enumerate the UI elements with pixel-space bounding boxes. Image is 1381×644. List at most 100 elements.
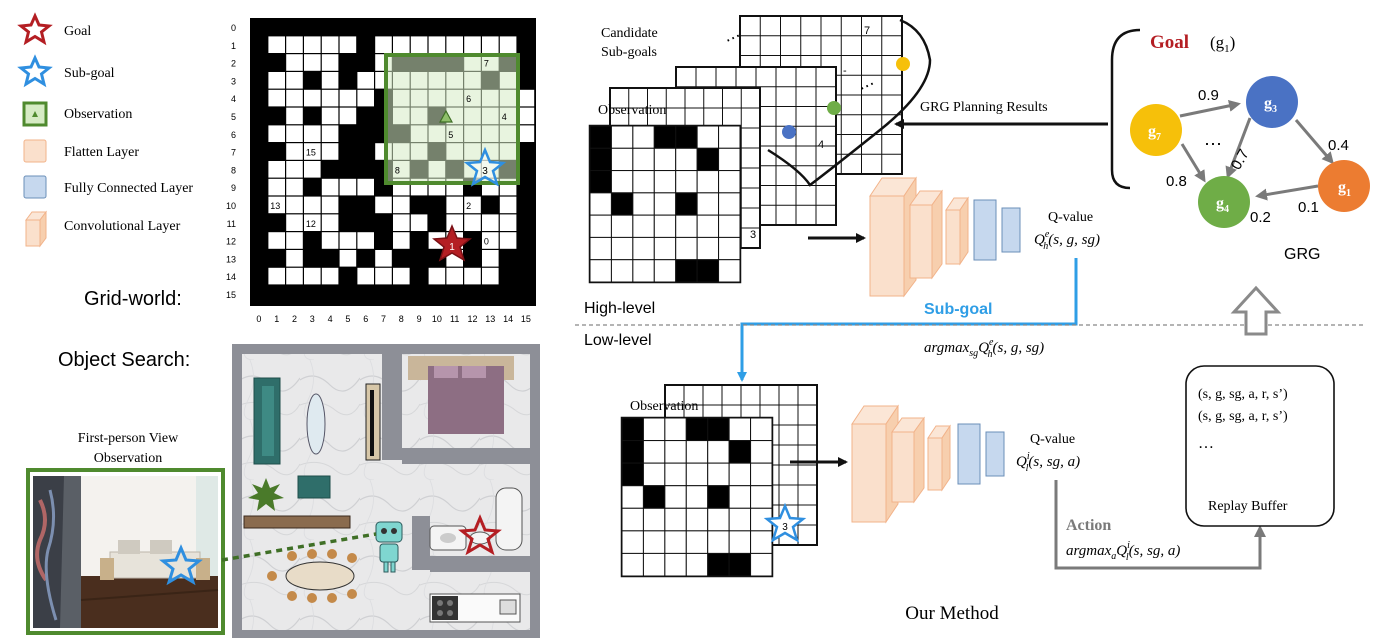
obs-cell xyxy=(632,236,655,261)
grid-cell-free xyxy=(339,250,357,267)
obs-cell xyxy=(642,552,666,577)
obs-cell xyxy=(685,440,709,464)
gridworld-x-tick: 8 xyxy=(399,314,404,324)
observation-swatch-icon xyxy=(22,101,48,127)
legend-subgoal: Sub-goal xyxy=(64,66,115,81)
gridworld-y-tick: 9 xyxy=(231,183,236,193)
grg-label: GRG xyxy=(1284,246,1320,263)
gridworld-y-tick: 12 xyxy=(226,237,236,247)
gridworld-y-tick: 10 xyxy=(226,201,236,211)
candidate-ellipsis-2: ⋯ xyxy=(857,75,879,97)
obs-cell xyxy=(728,552,752,577)
legend: Goal Sub-goal Observation Flatten Layer … xyxy=(17,12,193,248)
high-level-label: High-level xyxy=(584,300,655,317)
grid-cell-free xyxy=(482,214,499,231)
gridworld-y-tick: 2 xyxy=(231,59,236,69)
grid-cell-free xyxy=(482,267,499,285)
gridworld-x-tick: 4 xyxy=(328,314,333,324)
grid-cell-free xyxy=(321,178,339,196)
grid-cell-free xyxy=(286,178,303,196)
grid-cell-free xyxy=(464,214,481,231)
obs-cell xyxy=(589,192,612,216)
candidate-line1: Candidate xyxy=(601,26,658,41)
obs-cell xyxy=(750,417,773,442)
replay-buffer-label: Replay Buffer xyxy=(1208,499,1288,514)
grid-cell-free xyxy=(339,107,357,125)
grg-weight-0.9: 0.9 xyxy=(1198,87,1219,104)
grid-cell-free xyxy=(304,196,321,214)
obs-cell xyxy=(675,125,698,149)
obs-cell xyxy=(728,462,752,487)
grid-cell-free xyxy=(339,36,357,53)
grid-cell-free xyxy=(339,232,357,249)
grid-cell-free xyxy=(268,178,285,196)
obs-cell xyxy=(707,417,730,442)
obs-cell xyxy=(632,170,655,194)
obs-cell xyxy=(696,214,720,238)
grid-cell-free xyxy=(286,214,303,231)
low-observation-label: Observation xyxy=(630,399,698,414)
grid-cell-free xyxy=(286,54,303,71)
object-search-title: Object Search: xyxy=(58,349,190,371)
candidate-dot-blue xyxy=(782,125,796,139)
gridworld-x-tick: 3 xyxy=(310,314,315,324)
grid-cell-free xyxy=(321,125,339,142)
obs-cell xyxy=(664,507,687,532)
gridworld-x-tick: 15 xyxy=(521,314,531,324)
grid-cell-free xyxy=(321,214,339,231)
obs-cell xyxy=(685,462,709,487)
grid-cell-free xyxy=(286,196,303,214)
obs-cell xyxy=(675,214,698,238)
gridworld-x-tick: 13 xyxy=(485,314,495,324)
grid-cell-free xyxy=(499,36,517,53)
obs-cell xyxy=(621,417,644,442)
grid-cell-free xyxy=(410,214,428,231)
grg-planning-label: GRG Planning Results xyxy=(920,100,1048,115)
obs-cell xyxy=(621,552,644,577)
layer-number-dash: - xyxy=(843,65,847,77)
grid-cell-free xyxy=(286,125,303,142)
gridworld-x-tick: 5 xyxy=(345,314,350,324)
grid-cell-free xyxy=(321,107,339,125)
robot-icon xyxy=(375,521,403,573)
grid-cell-free xyxy=(464,36,481,53)
grid-cell-free xyxy=(321,143,339,160)
obs-cell xyxy=(621,462,644,487)
grid-cell-free xyxy=(268,196,285,214)
grid-cell-free xyxy=(286,161,303,178)
obs-cell xyxy=(685,552,709,577)
grid-cell-number: 4 xyxy=(502,112,507,122)
grid-cell-free xyxy=(499,214,517,231)
obs-cell xyxy=(642,417,666,442)
action-arrow xyxy=(1054,480,1266,570)
grid-cell-number: 7 xyxy=(484,59,489,69)
obs-cell xyxy=(642,530,666,554)
grid-cell-free xyxy=(375,196,392,214)
grid-cell-free xyxy=(286,89,303,107)
grid-cell-free xyxy=(304,161,321,178)
high-observation-label: Observation xyxy=(598,103,666,118)
grid-cell-free xyxy=(393,267,410,285)
grid-cell-free xyxy=(393,36,410,53)
grid-cell-free xyxy=(321,267,339,285)
grid-cell-free xyxy=(321,89,339,107)
subgoal-label: Sub-goal xyxy=(924,301,992,318)
obs-cell xyxy=(675,236,698,261)
obs-cell xyxy=(675,259,698,283)
gridworld-x-tick: 0 xyxy=(256,314,261,324)
obs-cell xyxy=(653,259,677,283)
obs-cell xyxy=(653,192,677,216)
obs-cell xyxy=(718,125,741,149)
obs-cell xyxy=(728,530,752,554)
obs-cell xyxy=(621,507,644,532)
grid-cell-free xyxy=(357,232,374,249)
obs-cell xyxy=(589,170,612,194)
grid-cell-free xyxy=(446,214,463,231)
grid-cell-free xyxy=(446,36,463,53)
legend-conv: Convolutional Layer xyxy=(64,219,181,234)
obs-cell xyxy=(750,440,773,464)
obs-cell xyxy=(728,440,752,464)
obs-cell xyxy=(589,125,612,149)
